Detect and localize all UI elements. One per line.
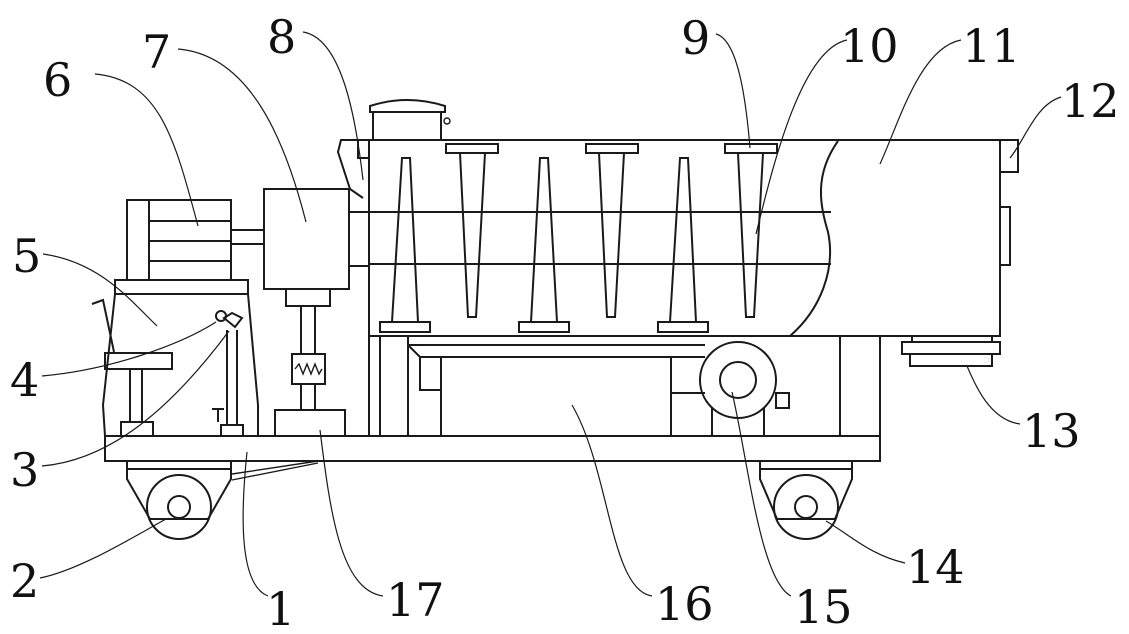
label-12: 12 — [1061, 74, 1120, 128]
label-2: 2 — [10, 554, 39, 608]
label-13: 13 — [1022, 404, 1081, 458]
label-15: 15 — [794, 580, 853, 634]
motor-base-box — [101, 279, 259, 437]
feed-hopper — [369, 99, 451, 141]
label-8: 8 — [267, 10, 296, 64]
left-wheel — [126, 461, 232, 540]
motor — [126, 199, 265, 281]
label-11: 11 — [962, 19, 1021, 73]
label-3: 3 — [10, 443, 39, 497]
gearbox — [263, 188, 370, 290]
label-7: 7 — [142, 25, 171, 79]
base-frame — [104, 435, 881, 462]
stirring-blades — [379, 143, 778, 333]
label-9: 9 — [681, 11, 710, 65]
label-16: 16 — [655, 577, 714, 631]
seat — [91, 298, 173, 437]
label-1: 1 — [266, 582, 295, 634]
label-5: 5 — [12, 229, 41, 283]
label-4: 4 — [10, 353, 39, 407]
support-column — [274, 288, 346, 437]
label-6: 6 — [43, 53, 72, 107]
leader-lines — [39, 31, 1062, 597]
label-10: 10 — [840, 19, 899, 73]
pump — [699, 341, 790, 436]
lower-support-frame — [368, 336, 881, 436]
mixing-tank — [368, 139, 1019, 367]
handle-lever — [212, 310, 244, 437]
label-17: 17 — [386, 573, 445, 627]
part-number-labels: 1 2 3 4 5 6 7 8 9 10 11 12 13 14 15 16 1… — [10, 10, 1120, 634]
right-wheel — [759, 461, 853, 540]
label-14: 14 — [906, 540, 965, 594]
under-brace — [231, 460, 319, 481]
